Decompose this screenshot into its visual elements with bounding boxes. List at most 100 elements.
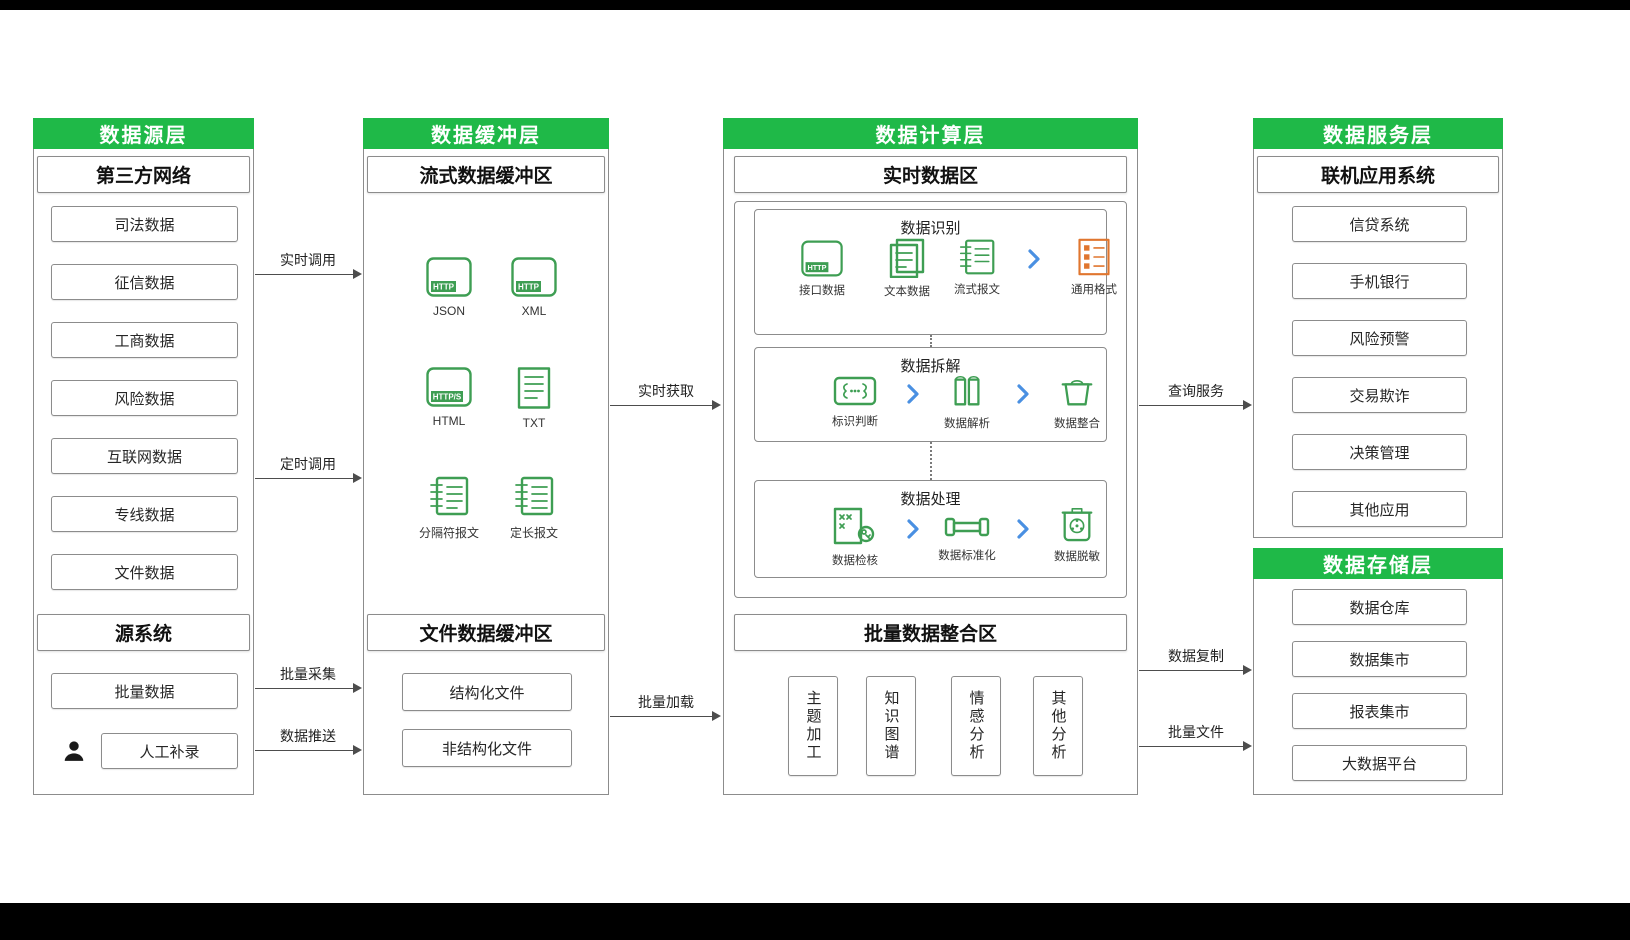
format-label: 分隔符报文 <box>418 526 479 540</box>
text-file-icon <box>517 367 551 409</box>
format-delimited: 分隔符报文 <box>407 475 491 541</box>
flow-label-data-push: 数据推送 <box>280 728 336 744</box>
format-html: HTTP/S HTML <box>407 367 491 428</box>
item-box: 数据仓库 <box>1292 589 1467 625</box>
stage-data-recognition: 数据识别 HTTP 接口数据 文本数据 <box>754 209 1117 335</box>
stage-item-label: 通用格式 <box>1071 284 1117 296</box>
stage-item-label: 接口数据 <box>799 285 845 297</box>
item-box: 征信数据 <box>51 264 238 300</box>
svg-text:HTTP/S: HTTP/S <box>433 393 462 402</box>
section-third-party-title: 第三方网络 <box>37 156 250 193</box>
dotted-down-arrow <box>927 442 935 487</box>
layer-buffer-header: 数据缓冲层 <box>363 118 609 149</box>
chevron-right-icon <box>903 384 923 404</box>
item-box: 交易欺诈 <box>1292 377 1467 413</box>
item-box: 结构化文件 <box>402 673 572 711</box>
item-box: 风险数据 <box>51 380 238 416</box>
item-box: 报表集市 <box>1292 693 1467 729</box>
svg-text:HTTP: HTTP <box>807 263 826 272</box>
item-box: 互联网数据 <box>51 438 238 474</box>
stage-item: 文本数据 <box>875 238 939 299</box>
item-box: 手机银行 <box>1292 263 1467 299</box>
layer-source: 数据源层 第三方网络 司法数据 征信数据 工商数据 风险数据 互联网数据 专线数… <box>33 118 254 795</box>
stage-item-label: 文本数据 <box>884 286 930 298</box>
flow-label-batch-collect: 批量采集 <box>280 666 336 682</box>
chevron-right-icon <box>1013 384 1033 404</box>
stage-data-split: 数据拆解 标识判断 <box>754 347 1107 442</box>
layer-buffer: 数据缓冲层 流式数据缓冲区 HTTP JSON HTTP XML HTTP/S <box>363 118 609 795</box>
stage-title: 数据处理 <box>900 491 961 508</box>
stage-title: 数据拆解 <box>900 358 961 375</box>
svg-text:HTTP: HTTP <box>433 283 455 292</box>
layer-storage: 数据存储层 数据仓库 数据集市 报表集市 大数据平台 <box>1253 548 1503 795</box>
format-label: JSON <box>432 304 465 318</box>
stage-data-processing: 数据处理 数据检核 <box>754 480 1107 578</box>
item-box: 其他应用 <box>1292 491 1467 527</box>
item-box: 文件数据 <box>51 554 238 590</box>
dotted-down-arrow <box>927 335 935 354</box>
section-source-system-title: 源系统 <box>37 614 250 651</box>
flow-arrow-batch-file <box>1139 741 1252 751</box>
checklist-icon <box>1078 238 1110 276</box>
letterbox-bottom <box>0 903 1630 940</box>
batch-item-box: 知识图谱 <box>866 676 916 776</box>
section-batch-title: 批量数据整合区 <box>734 614 1127 651</box>
flow-label-batch-file: 批量文件 <box>1168 724 1224 740</box>
section-online-apps-title: 联机应用系统 <box>1257 156 1499 193</box>
item-box: 专线数据 <box>51 496 238 532</box>
flow-label-realtime-fetch: 实时获取 <box>638 383 694 399</box>
format-label: HTML <box>432 414 466 428</box>
layer-compute: 数据计算层 实时数据区 数据识别 HTTP 接口数据 <box>723 118 1138 795</box>
batch-item-box: 情感分析 <box>951 676 1001 776</box>
flow-label-batch-load: 批量加载 <box>638 694 694 710</box>
flow-arrow-realtime-fetch <box>610 400 721 410</box>
chevron-right-icon <box>1023 248 1045 270</box>
stage-item: 通用格式 <box>1062 238 1126 297</box>
layer-storage-header: 数据存储层 <box>1253 548 1503 579</box>
item-box: 决策管理 <box>1292 434 1467 470</box>
svg-text:HTTP: HTTP <box>518 283 540 292</box>
format-label: XML <box>521 304 547 318</box>
bin-icon <box>1061 379 1093 406</box>
item-box: 工商数据 <box>51 322 238 358</box>
item-box: 大数据平台 <box>1292 745 1467 781</box>
flow-arrow-query-service <box>1139 400 1252 410</box>
flow-arrow-batch-collect <box>255 683 362 693</box>
item-box: 风险预警 <box>1292 320 1467 356</box>
stage-item-label: 数据脱敏 <box>1054 551 1100 563</box>
identifier-card-icon <box>833 376 877 406</box>
format-label: 定长报文 <box>509 526 558 540</box>
http-window-icon: HTTP <box>801 240 843 277</box>
flow-arrow-data-push <box>255 745 362 755</box>
stage-item: HTTP 接口数据 <box>790 240 854 298</box>
item-box: 司法数据 <box>51 206 238 242</box>
chevron-right-icon <box>903 519 923 539</box>
flow-label-data-copy: 数据复制 <box>1168 648 1224 664</box>
flow-arrow-batch-load <box>610 711 721 721</box>
stage-item: 数据标准化 <box>927 512 1007 563</box>
stage-item-label: 标识判断 <box>832 416 878 428</box>
check-key-icon <box>833 507 875 545</box>
stage-item-label: 流式报文 <box>954 284 1000 296</box>
notebook-icon <box>959 239 995 275</box>
stage-item-label: 数据解析 <box>944 418 990 430</box>
flow-label-scheduled-call: 定时调用 <box>280 456 336 472</box>
item-box: 非结构化文件 <box>402 729 572 767</box>
documents-icon <box>889 238 925 278</box>
stage-item: 流式报文 <box>945 238 1009 297</box>
normalize-dumbbell-icon <box>944 517 990 537</box>
batch-item-box: 其他分析 <box>1033 676 1083 776</box>
format-txt: TXT <box>492 367 576 430</box>
chevron-right-icon <box>1013 519 1033 539</box>
flow-arrow-scheduled-call <box>255 473 362 483</box>
stage-title: 数据识别 <box>900 220 961 237</box>
section-stream-buffer-title: 流式数据缓冲区 <box>367 156 605 193</box>
layer-compute-header: 数据计算层 <box>723 118 1138 149</box>
letterbox-top <box>0 0 1630 10</box>
format-json: HTTP JSON <box>407 257 491 318</box>
format-fixed-length: 定长报文 <box>492 475 576 541</box>
item-box: 批量数据 <box>51 673 238 709</box>
http-window-icon: HTTP <box>426 257 472 297</box>
notebook-icon <box>515 476 554 516</box>
